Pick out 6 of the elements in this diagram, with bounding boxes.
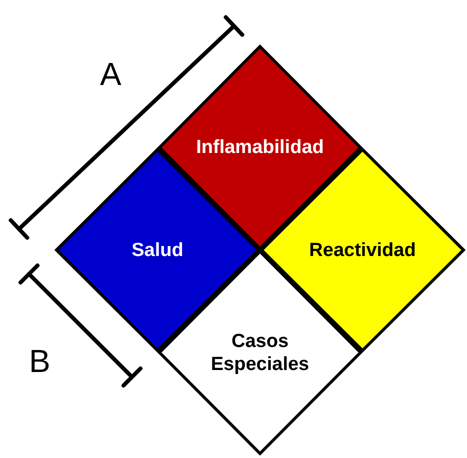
hazard-label: Reactividad	[308, 238, 417, 262]
hazard-label: Salud	[130, 238, 184, 262]
dimension-label: B	[29, 343, 50, 380]
hazard-label: Casos Especiales	[210, 330, 310, 376]
dimension-label: A	[100, 56, 122, 93]
hazard-label: Inflamabilidad	[195, 136, 325, 159]
